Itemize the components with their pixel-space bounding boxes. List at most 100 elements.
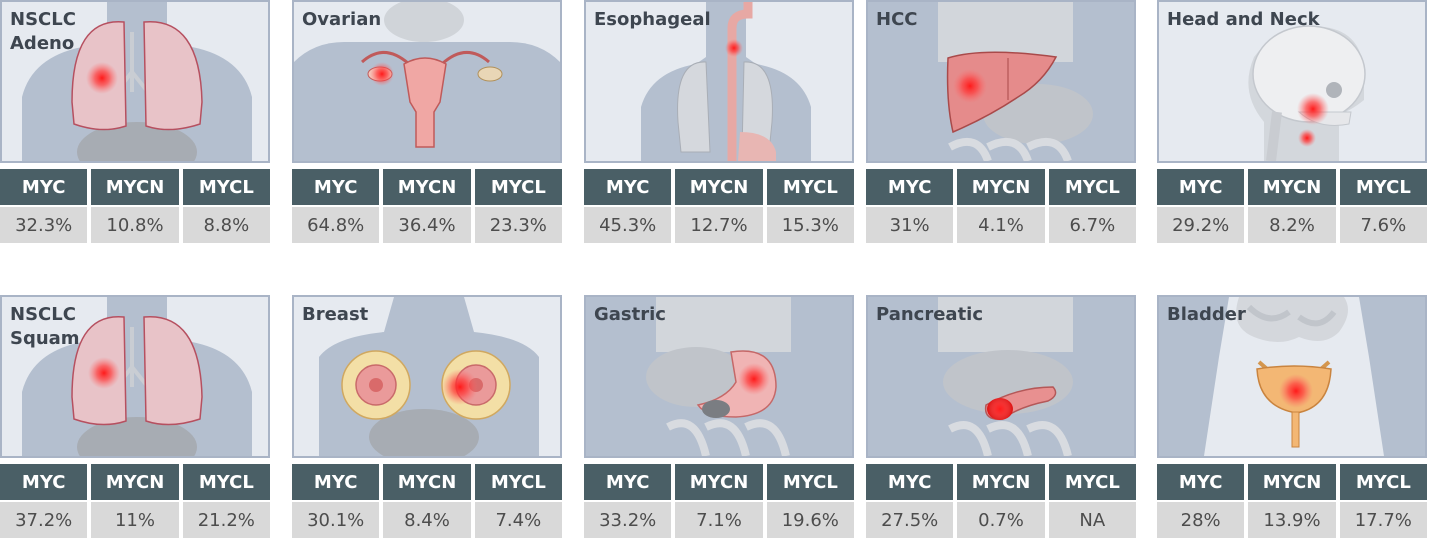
lungs-illustration [22, 297, 252, 456]
header-mycn: MYCN [91, 464, 179, 500]
tumor-marker-secondary [1298, 129, 1316, 147]
liver-illustration [868, 2, 1134, 161]
value-mycn: 11% [91, 502, 179, 538]
tumor-marker [738, 363, 770, 395]
cancer-title: Gastric [594, 304, 666, 325]
cancer-title: Head and Neck [1167, 9, 1320, 30]
header-mycn: MYCN [383, 169, 471, 205]
lungs-illustration [22, 2, 252, 161]
cancer-card-bladder: Bladder MYC MYCN MYCL 28% 13.9% 17.7% [1157, 295, 1427, 538]
value-row: 28% 13.9% 17.7% [1157, 502, 1427, 538]
breast-illustration [319, 297, 539, 456]
organ-illustration-panel: Pancreatic [866, 295, 1136, 458]
value-mycl: 17.7% [1339, 502, 1427, 538]
header-mycn: MYCN [1248, 464, 1336, 500]
gene-header-row: MYC MYCN MYCL [866, 169, 1136, 205]
value-myc: 64.8% [292, 207, 380, 243]
value-mycl: 7.4% [474, 502, 562, 538]
gene-header-row: MYC MYCN MYCL [0, 464, 270, 500]
value-row: 33.2% 7.1% 19.6% [584, 502, 854, 538]
value-mycl: NA [1048, 502, 1136, 538]
header-mycn: MYCN [957, 169, 1045, 205]
value-row: 27.5% 0.7% NA [866, 502, 1136, 538]
header-mycl: MYCL [1339, 169, 1427, 205]
value-mycl: 15.3% [766, 207, 854, 243]
uterus-illustration [294, 2, 560, 161]
header-myc: MYC [0, 169, 88, 205]
cancer-card-esophageal: Esophageal MYC MYCN MYCL 45.3% 12.7% 15.… [584, 0, 854, 243]
header-myc: MYC [292, 169, 380, 205]
header-mycl: MYCL [1048, 169, 1136, 205]
value-myc: 32.3% [0, 207, 88, 243]
value-myc: 31% [866, 207, 954, 243]
cancer-title: Pancreatic [876, 304, 984, 325]
value-mycn: 12.7% [675, 207, 763, 243]
organ-illustration-panel: Bladder [1157, 295, 1427, 458]
value-mycn: 8.2% [1248, 207, 1336, 243]
stomach-illustration [586, 297, 852, 456]
header-mycn: MYCN [675, 169, 763, 205]
value-myc: 33.2% [584, 502, 672, 538]
organ-illustration-panel: Ovarian [292, 0, 562, 163]
value-mycn: 10.8% [91, 207, 179, 243]
cancer-card-pancreatic: Pancreatic MYC MYCN MYCL 27.5% 0.7% NA [866, 295, 1136, 538]
value-mycl: 7.6% [1339, 207, 1427, 243]
cancer-title: HCC [876, 9, 918, 30]
tumor-marker [988, 397, 1012, 421]
value-row: 45.3% 12.7% 15.3% [584, 207, 854, 243]
cancer-title: Bladder [1167, 304, 1246, 325]
organ-illustration-panel: Breast [292, 295, 562, 458]
tumor-marker [953, 69, 987, 103]
tumor-marker [86, 62, 118, 94]
value-myc: 37.2% [0, 502, 88, 538]
header-myc: MYC [584, 464, 672, 500]
header-mycl: MYCL [474, 464, 562, 500]
value-row: 64.8% 36.4% 23.3% [292, 207, 562, 243]
value-mycn: 8.4% [383, 502, 471, 538]
value-mycl: 19.6% [766, 502, 854, 538]
header-myc: MYC [1157, 464, 1245, 500]
header-mycn: MYCN [383, 464, 471, 500]
pancreas-illustration [868, 297, 1134, 456]
cancer-title: Ovarian [302, 9, 382, 30]
cancer-card-head-and-neck: Head and Neck MYC MYCN MYCL 29.2% 8.2% 7… [1157, 0, 1427, 243]
value-row: 37.2% 11% 21.2% [0, 502, 270, 538]
gene-header-row: MYC MYCN MYCL [1157, 464, 1427, 500]
value-row: 32.3% 10.8% 8.8% [0, 207, 270, 243]
organ-illustration-panel: Esophageal [584, 0, 854, 163]
gene-header-row: MYC MYCN MYCL [1157, 169, 1427, 205]
value-mycl: 21.2% [182, 502, 270, 538]
header-mycn: MYCN [1248, 169, 1336, 205]
gene-header-row: MYC MYCN MYCL [292, 169, 562, 205]
tumor-marker [1297, 93, 1329, 125]
cancer-title: Breast [302, 304, 369, 325]
value-myc: 28% [1157, 502, 1245, 538]
header-mycl: MYCL [182, 169, 270, 205]
gene-header-row: MYC MYCN MYCL [584, 169, 854, 205]
header-mycl: MYCL [182, 464, 270, 500]
value-row: 29.2% 8.2% 7.6% [1157, 207, 1427, 243]
header-myc: MYC [1157, 169, 1245, 205]
skull-illustration [1248, 25, 1366, 161]
header-mycl: MYCL [1048, 464, 1136, 500]
value-myc: 29.2% [1157, 207, 1245, 243]
value-mycn: 7.1% [675, 502, 763, 538]
tumor-marker [725, 39, 743, 57]
cancer-title: NSCLC Adeno [10, 9, 76, 54]
bladder-illustration [1159, 297, 1425, 456]
header-myc: MYC [0, 464, 88, 500]
value-myc: 27.5% [866, 502, 954, 538]
organ-illustration-panel: NSCLC Squam [0, 295, 270, 458]
value-mycn: 36.4% [383, 207, 471, 243]
value-myc: 45.3% [584, 207, 672, 243]
organ-illustration-panel: HCC [866, 0, 1136, 163]
header-myc: MYC [866, 464, 954, 500]
cancer-card-ovarian: Ovarian MYC MYCN MYCL 64.8% 36.4% 23.3% [292, 0, 562, 243]
header-mycn: MYCN [957, 464, 1045, 500]
value-myc: 30.1% [292, 502, 380, 538]
header-mycl: MYCL [766, 169, 854, 205]
header-mycn: MYCN [91, 169, 179, 205]
header-myc: MYC [292, 464, 380, 500]
tumor-marker [442, 369, 478, 405]
header-mycl: MYCL [1339, 464, 1427, 500]
